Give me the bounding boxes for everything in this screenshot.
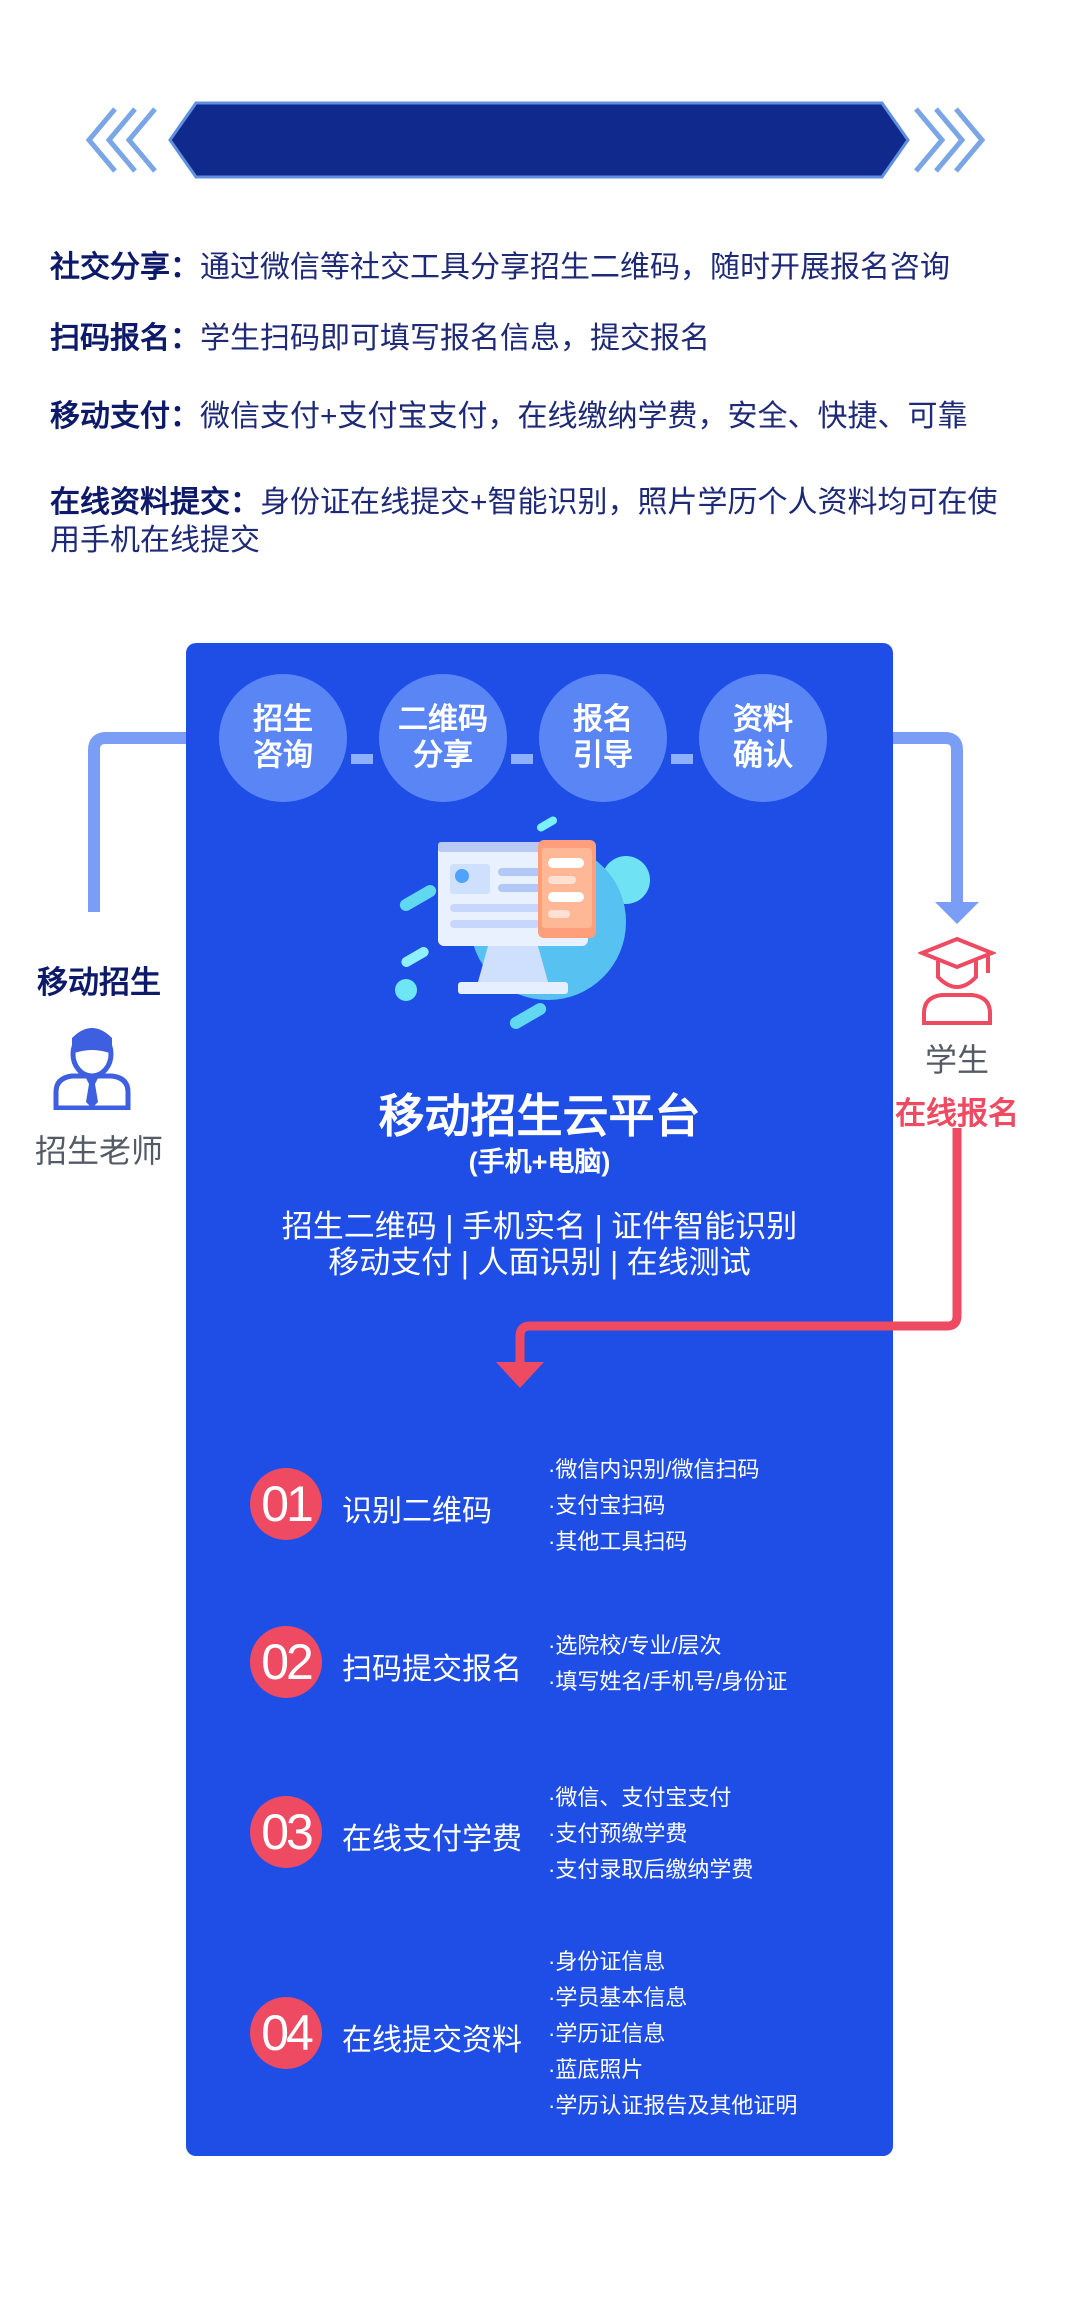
process-bullets: ·微信内识别/微信扫码 ·支付宝扫码 ·其他工具扫码 <box>548 1452 759 1560</box>
process-bullet: ·支付宝扫码 <box>548 1493 666 1518</box>
graduate-icon <box>918 936 996 1025</box>
flow-step-line: 资料 <box>733 703 793 736</box>
process-bullet: ·填写姓名/手机号/身份证 <box>548 1669 788 1694</box>
process-number-badge: 01 <box>250 1468 322 1540</box>
feature-label: 扫码报名： <box>50 322 200 355</box>
feature-label: 移动支付： <box>50 400 200 433</box>
process-bullets: ·选院校/专业/层次 ·填写姓名/手机号/身份证 <box>548 1628 788 1700</box>
flow-step-qrcode: 二维码 分享 <box>379 674 507 802</box>
process-bullet: ·选院校/专业/层次 <box>548 1633 722 1658</box>
process-bullet: ·学历证信息 <box>548 2021 666 2046</box>
feature-online-documents: 在线资料提交：身份证在线提交+智能识别，照片学历个人资料均可在使用手机在线提交 <box>50 484 1010 560</box>
feature-scan-register: 扫码报名：学生扫码即可填写报名信息，提交报名 <box>50 320 1040 358</box>
teacher-bottom-label: 招生老师 <box>34 1133 163 1169</box>
process-bullets: ·身份证信息 ·学员基本信息 ·学历证信息 ·蓝底照片 ·学历认证报告及其他证明 <box>548 1944 797 2124</box>
flow-step-line: 咨询 <box>253 739 313 772</box>
teacher-top-label: 移动招生 <box>37 965 161 1000</box>
flow-step-line: 招生 <box>253 703 313 736</box>
platform-capabilities-line1: 招生二维码 | 手机实名 | 证件智能识别 <box>281 1209 798 1244</box>
process-number-badge: 02 <box>250 1626 322 1698</box>
chevron-right-decoration-icon <box>914 107 986 173</box>
feature-text: 通过微信等社交工具分享招生二维码，随时开展报名咨询 <box>200 251 950 284</box>
flow-dash <box>671 754 693 764</box>
feature-mobile-payment: 移动支付：微信支付+支付宝支付，在线缴纳学费，安全、快捷、可靠 <box>50 398 1040 436</box>
process-bullets: ·微信、支付宝支付 ·支付预缴学费 ·支付录取后缴纳学费 <box>548 1780 753 1888</box>
header-banner <box>0 95 1080 185</box>
process-bullet: ·身份证信息 <box>548 1949 666 1974</box>
process-title: 在线支付学费 <box>342 1823 522 1856</box>
flow-step-line: 引导 <box>573 739 633 772</box>
platform-title: 移动招生云平台 <box>378 1090 701 1142</box>
process-bullet: ·学员基本信息 <box>548 1985 688 2010</box>
process-number-badge: 03 <box>250 1796 322 1868</box>
process-title: 在线提交资料 <box>342 2024 522 2057</box>
flow-dash <box>351 754 373 764</box>
process-number-badge: 04 <box>250 1997 322 2069</box>
platform-capabilities-line2: 移动支付 | 人面识别 | 在线测试 <box>328 1245 751 1280</box>
process-bullet: ·支付预缴学费 <box>548 1821 688 1846</box>
flow-dash <box>511 754 533 764</box>
process-title: 扫码提交报名 <box>342 1653 522 1686</box>
student-action-label: 在线报名 <box>895 1096 1019 1131</box>
process-bullet: ·微信内识别/微信扫码 <box>548 1457 760 1482</box>
platform-subtitle: (手机+电脑) <box>468 1147 611 1177</box>
flow-step-line: 分享 <box>413 739 473 772</box>
feature-text: 身份证在线提交+智能识别，照片学历个人资料均可在使用手机在线提交 <box>50 486 998 557</box>
flow-step-consult: 招生 咨询 <box>219 674 347 802</box>
chevron-left-decoration-icon <box>85 107 157 173</box>
process-title: 识别二维码 <box>342 1495 492 1528</box>
header-banner-shape <box>168 101 910 179</box>
flow-step-line: 报名 <box>573 703 633 736</box>
process-bullet: ·蓝底照片 <box>548 2057 644 2082</box>
process-bullet: ·微信、支付宝支付 <box>548 1785 732 1810</box>
process-bullet: ·其他工具扫码 <box>548 1529 688 1554</box>
process-bullet: ·支付录取后缴纳学费 <box>548 1857 754 1882</box>
computer-phone-illustration-icon <box>395 816 650 1029</box>
flow-step-line: 二维码 <box>398 703 488 736</box>
feature-text: 微信支付+支付宝支付，在线缴纳学费，安全、快捷、可靠 <box>200 400 968 433</box>
teacher-icon <box>53 1028 131 1110</box>
flow-step-guide: 报名 引导 <box>539 674 667 802</box>
process-bullet: ·学历认证报告及其他证明 <box>548 2093 798 2118</box>
feature-label: 在线资料提交： <box>50 486 260 519</box>
feature-social-share: 社交分享：通过微信等社交工具分享招生二维码，随时开展报名咨询 <box>50 249 1040 287</box>
feature-text: 学生扫码即可填写报名信息，提交报名 <box>200 322 710 355</box>
feature-label: 社交分享： <box>50 251 200 284</box>
student-label: 学生 <box>924 1042 989 1078</box>
page-title: 学生：足不出户，一部手机报学历 <box>246 24 832 66</box>
flow-step-line: 确认 <box>733 739 793 772</box>
flow-step-confirm: 资料 确认 <box>699 674 827 802</box>
